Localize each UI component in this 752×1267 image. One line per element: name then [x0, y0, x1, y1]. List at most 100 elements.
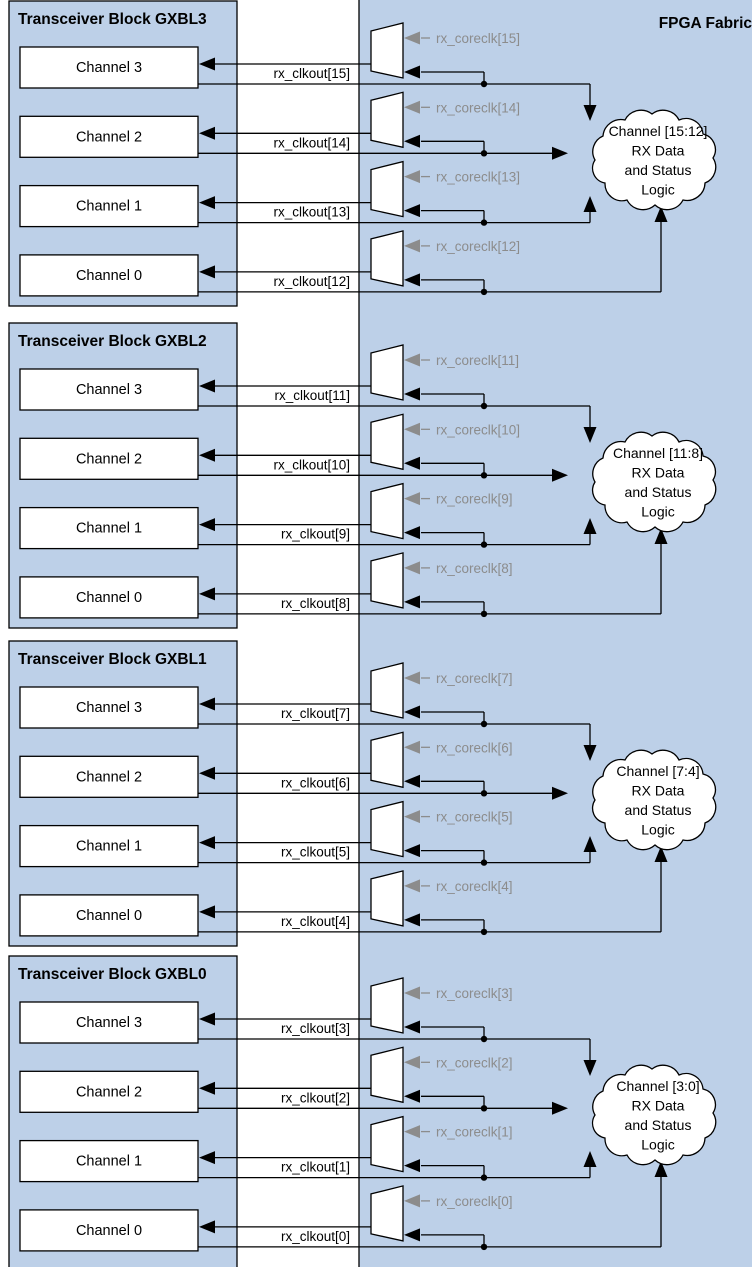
coreclk-arrow [404, 671, 420, 685]
channel-row: Channel 0rx_coreclk[4]rx_clkout[4] [19, 846, 668, 937]
coreclk-label: rx_coreclk[8] [436, 561, 513, 576]
cloud-text-line: and Status [625, 802, 692, 818]
arrow-to-channel [199, 766, 215, 780]
arrow-to-channel [199, 905, 215, 919]
arrow-into-cloud [583, 105, 597, 121]
channel-label: Channel 2 [76, 451, 142, 467]
channel-box [19, 506, 199, 550]
channel-row: Channel 0 rx_coreclk[8] rx_clkout[8] [19, 528, 668, 619]
channel-label: Channel 3 [76, 60, 142, 76]
channel-row: Channel 2 rx_coreclk[6] rx_clkout[6] [19, 731, 568, 800]
arrow-into-cloud [583, 1151, 597, 1167]
feedback-arrow [404, 1089, 420, 1103]
cloud-text-line: Logic [641, 504, 674, 520]
feedback-arrow [404, 1159, 420, 1173]
channel-box [19, 755, 199, 798]
clkout-label: rx_clkout[10] [273, 457, 350, 472]
clkout-label: rx_clkout[6] [281, 775, 350, 790]
channel-box [19, 115, 199, 158]
feedback-arrow [404, 526, 420, 540]
channel-label: Channel 0 [76, 268, 142, 284]
coreclk-arrow [404, 239, 420, 253]
coreclk-label: rx_coreclk[10] [436, 422, 520, 437]
channel-box [19, 824, 199, 868]
coreclk-label: rx_coreclk[13] [436, 170, 520, 185]
cloud-text-line: Channel [11:8] [613, 445, 703, 461]
coreclk-arrow [404, 810, 420, 824]
arrow-into-cloud [583, 196, 597, 212]
channel-label: Channel 3 [76, 1015, 142, 1031]
channel-row: Channel 1rx_coreclk[1]rx_clkout[1] [19, 1115, 597, 1183]
clock-mux [370, 413, 404, 471]
coreclk-arrow [404, 740, 420, 754]
cloud-text-line: Channel [15:12] [609, 123, 708, 139]
coreclk-label: rx_coreclk[6] [436, 740, 513, 755]
coreclk-label: rx_coreclk[11] [436, 353, 519, 368]
channel-box [19, 254, 199, 297]
arrow-to-channel [199, 448, 215, 462]
channel-row: Channel 2 rx_coreclk[10] rx_clkout[10] [19, 413, 568, 482]
arrow-to-channel [199, 697, 215, 711]
feedback-arrow [404, 913, 420, 927]
feedback-arrow [404, 65, 420, 79]
coreclk-arrow [404, 100, 420, 114]
feedback-arrow [404, 387, 420, 401]
coreclk-label: rx_coreclk[5] [436, 810, 513, 825]
feedback-arrow [404, 204, 420, 218]
clkout-label: rx_clkout[15] [273, 66, 350, 81]
channel-label: Channel 1 [76, 839, 142, 855]
feedback-arrow [404, 705, 420, 719]
clock-mux [370, 977, 404, 1034]
clock-mux [370, 91, 404, 149]
arrow-into-cloud [654, 1161, 668, 1177]
clock-mux [370, 870, 404, 927]
channel-box [19, 46, 199, 89]
clkout-label: rx_clkout[8] [281, 596, 350, 611]
channel-row: Channel 0rx_coreclk[12]rx_clkout[12] [19, 206, 668, 297]
channel-row: Channel 3rx_coreclk[3]rx_clkout[3] [19, 977, 597, 1076]
feedback-arrow [404, 134, 420, 148]
clkout-label: rx_clkout[11] [274, 388, 350, 403]
cloud-text-line: and Status [625, 1117, 692, 1133]
cloud-shape [591, 109, 717, 211]
channel-label: Channel 3 [76, 700, 142, 716]
arrow-to-channel [199, 1151, 215, 1165]
channel-row: Channel 1rx_coreclk[5]rx_clkout[5] [19, 800, 597, 868]
arrow-to-channel [199, 1012, 215, 1026]
coreclk-arrow [404, 492, 420, 506]
channel-label: Channel 0 [76, 590, 142, 606]
block-title: Transceiver Block GXBL2 [18, 333, 207, 350]
fabric-label: FPGA Fabric [659, 15, 752, 32]
coreclk-arrow [404, 353, 420, 367]
channel-box [19, 184, 199, 228]
arrow-into-cloud [583, 836, 597, 852]
channel-label: Channel 3 [76, 382, 142, 398]
cloud-text-line: RX Data [632, 465, 685, 481]
arrow-into-cloud [583, 427, 597, 443]
channel-box [19, 894, 199, 937]
arrow-to-channel [199, 57, 215, 71]
clock-mux [370, 662, 404, 719]
channel-label: Channel 2 [76, 769, 142, 785]
feedback-arrow [404, 456, 420, 470]
channel-row: Channel 2rx_coreclk[14]rx_clkout[14] [19, 91, 568, 160]
channel-label: Channel 1 [76, 199, 142, 215]
channel-box [19, 368, 199, 411]
channel-box [19, 1139, 199, 1183]
channel-box [19, 1070, 199, 1113]
clkout-label: rx_clkout[2] [281, 1090, 350, 1105]
arrow-to-channel [199, 265, 215, 279]
clkout-label: rx_clkout[14] [273, 135, 350, 150]
arrow-into-cloud [583, 745, 597, 761]
channel-row: Channel 1rx_coreclk[13]rx_clkout[13] [19, 160, 597, 228]
clkout-label: rx_clkout[9] [281, 527, 350, 542]
clock-mux [370, 1115, 404, 1173]
coreclk-arrow [404, 1125, 420, 1139]
coreclk-arrow [404, 31, 420, 45]
clock-mux [370, 1185, 404, 1242]
channel-label: Channel 2 [76, 1084, 142, 1100]
coreclk-arrow [404, 561, 420, 575]
